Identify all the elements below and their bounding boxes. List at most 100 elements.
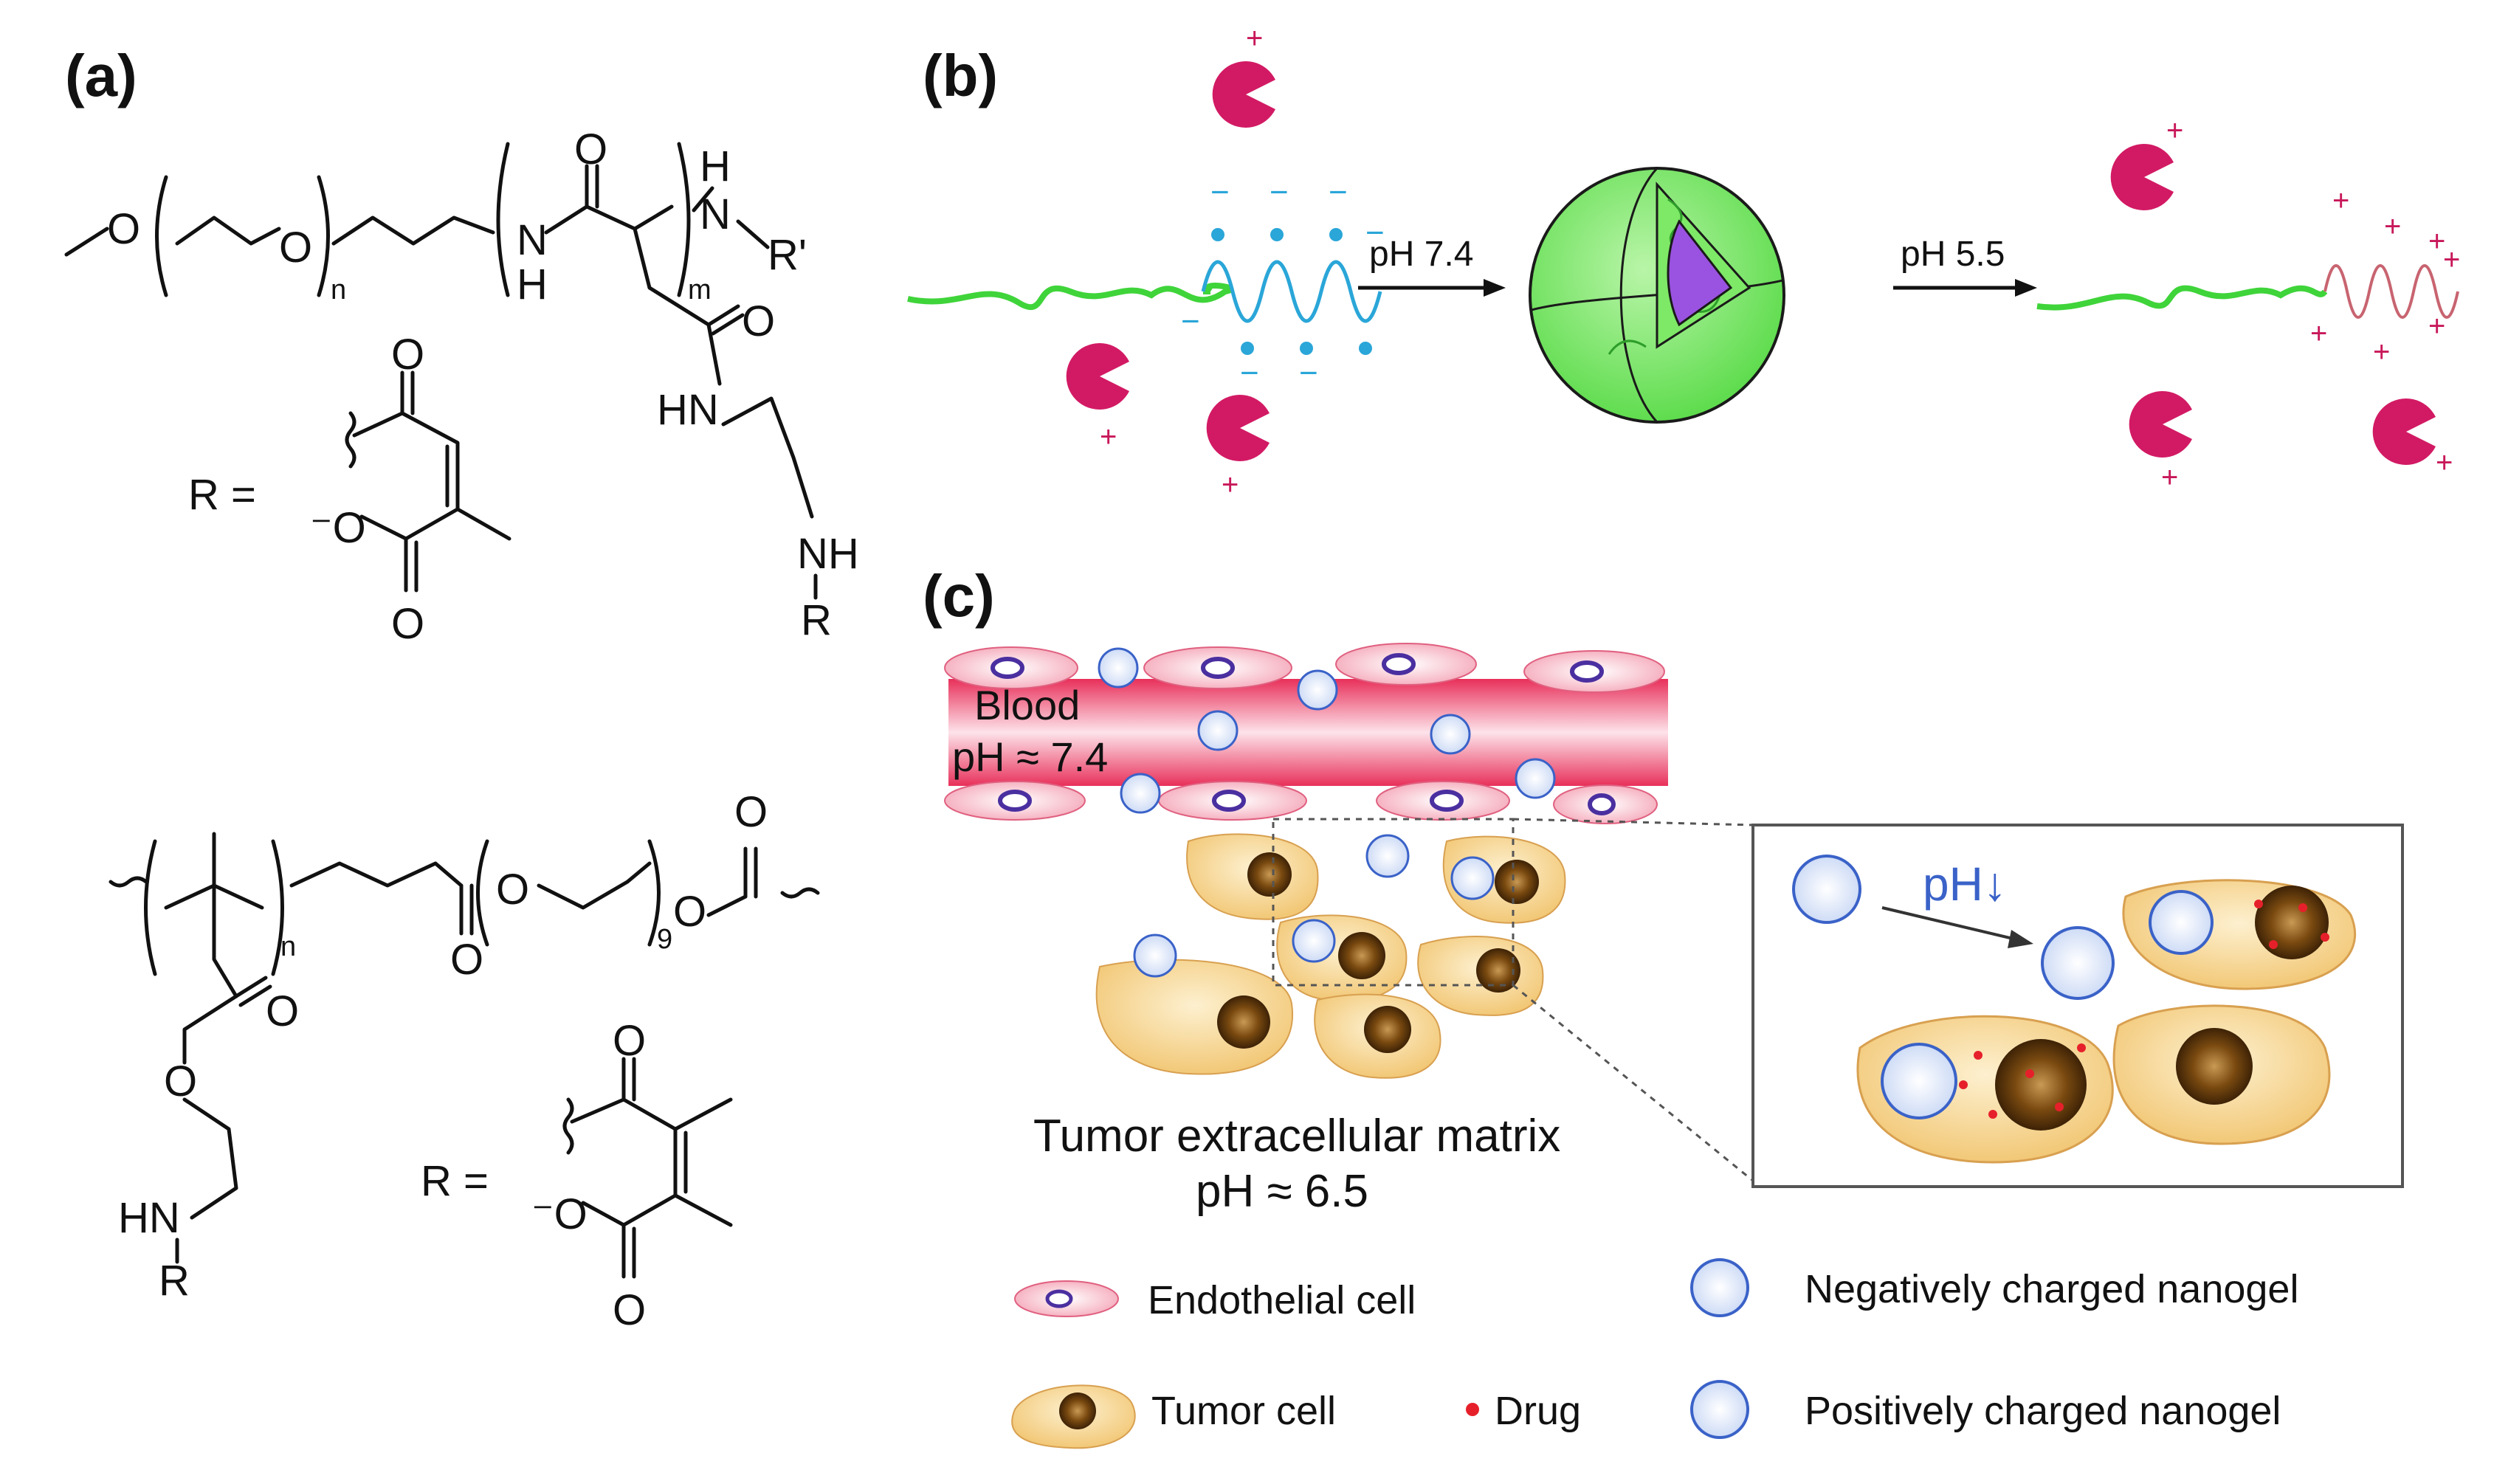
sphere-cut-line-1	[1619, 167, 1658, 424]
zoom-line-bottom	[1512, 984, 1754, 1182]
legend-neg-nanogel: Negatively charged nanogel	[1805, 1267, 2298, 1311]
panel-label-b: (b)	[923, 43, 998, 108]
bond-rgroup-top	[352, 370, 404, 438]
plus-sign: +	[2166, 114, 2183, 147]
bond-rgroup-top-ominus	[359, 514, 408, 541]
panel-label-c: (c)	[923, 563, 995, 629]
bracket-bottom-right	[271, 839, 284, 976]
legend-pos-nanogel-swatch	[1690, 1380, 1749, 1439]
atom-o-peg: O	[496, 866, 529, 914]
panel-label-a: (a)	[65, 43, 137, 108]
bond-bottom-keto-2	[238, 984, 272, 1007]
bond-rprime	[736, 219, 770, 249]
zoom-line-top	[1512, 818, 1754, 826]
rgroup-bottom-o-minus: ⁻O	[531, 1190, 588, 1238]
plus-sign: +	[2161, 461, 2178, 494]
atom-h-end: H	[700, 142, 731, 190]
label-ph74: pH 7.4	[1369, 235, 1473, 274]
structure-top: O O n N H O m H N R' O HN NH R R = O ⁻O …	[64, 125, 859, 648]
drug-molecule-2	[1066, 343, 1129, 410]
rgroup-top-o-minus: ⁻O	[310, 504, 366, 552]
bond-side-co-2	[711, 313, 745, 336]
atom-hn-bottom: HN	[118, 1194, 180, 1242]
legend: Endothelial cell Tumor cell Drug Negativ…	[1011, 1258, 2298, 1449]
inset-arrow-head	[2008, 930, 2033, 948]
nanogels-tumor	[1133, 834, 1495, 978]
bond-peg	[175, 215, 281, 246]
minus-sign: −	[1181, 303, 1200, 339]
rgroup-bottom-o-top: O	[613, 1017, 646, 1065]
plus-sign: +	[1246, 22, 1263, 55]
panel-c: Blood pH ≈ 7.4	[944, 643, 2404, 1449]
minus-sign: −	[1240, 355, 1259, 391]
bond-side-n	[706, 322, 722, 386]
drug-molecule-1	[1212, 61, 1275, 128]
bond-rg-bottom-coo	[621, 1193, 678, 1279]
blood-label: Blood	[974, 682, 1080, 728]
bracket-peg-bottom-right	[647, 839, 661, 947]
inset-ph-label: pH↓	[1923, 857, 2007, 911]
bond-rg-bottom-dbl	[673, 1127, 733, 1227]
atom-o-side: O	[742, 297, 775, 345]
atom-o-ester: O	[450, 936, 483, 984]
atom-nh-end: NH	[797, 530, 859, 578]
bracket-peg-right	[317, 175, 330, 297]
plus-sign: +	[2443, 244, 2460, 276]
inset-arrow	[1881, 906, 2023, 942]
polymer-chain-right	[2036, 285, 2328, 311]
atom-o-methoxy: O	[107, 205, 140, 253]
zoom-region	[1272, 818, 1515, 987]
atom-hn-side: HN	[657, 386, 719, 434]
bond-rg-bottom-chain	[621, 1097, 733, 1131]
subscript-n-top: n	[331, 275, 346, 306]
legend-neg-nanogel-swatch	[1690, 1258, 1749, 1317]
atom-h-amide: H	[517, 260, 548, 308]
arrow-ph74-head	[1484, 279, 1506, 297]
sphere-core	[1667, 219, 1733, 327]
bond-bottom-end	[706, 894, 748, 917]
structure-bottom: n O O 9 O O O O HN R R = O ⁻O O	[108, 788, 820, 1334]
bond-end	[692, 186, 714, 213]
inset-nucleus-3	[2176, 1028, 2253, 1105]
drug-molecule-4	[2110, 144, 2174, 210]
inset-nucleus-2	[1995, 1039, 2087, 1131]
bond-side-co-1	[706, 304, 740, 327]
arrow-ph55-head	[2015, 279, 2037, 297]
charged-segment-right	[2324, 264, 2459, 319]
plus-sign: +	[2310, 317, 2327, 350]
drug-molecule-3	[1206, 395, 1270, 461]
bond-bottom-ethoxy	[182, 1097, 238, 1220]
bond-linker	[331, 215, 495, 246]
tumor-cells	[1095, 833, 1566, 1079]
legend-endothelial: Endothelial cell	[1148, 1278, 1416, 1322]
minus-sign: −	[1329, 174, 1348, 210]
blood-ph-label: pH ≈ 7.4	[952, 734, 1108, 780]
legend-pos-nanogel: Positively charged nanogel	[1805, 1389, 2281, 1433]
bond-rg-bottom-ominus	[581, 1201, 626, 1227]
atom-n-amide: N	[517, 216, 548, 264]
plus-sign: +	[1222, 469, 1239, 501]
bracket-peg-left	[155, 175, 168, 297]
plus-sign: +	[2373, 336, 2390, 368]
inset-drug-dots	[1959, 900, 2329, 1119]
bond-rgroup-top-coo	[404, 507, 460, 593]
atom-r-end: R	[801, 596, 832, 644]
bracket-aa-left	[496, 142, 510, 297]
bond-bottom-side	[212, 883, 238, 998]
atom-o-end: O	[673, 888, 706, 936]
endothelial-row-bottom	[944, 781, 1658, 824]
inset-pos-nanogel	[2041, 926, 2115, 1000]
bond-sidechain	[633, 227, 711, 327]
drug-molecule-5	[2129, 391, 2192, 458]
bracket-aa-right	[677, 142, 691, 297]
minus-sign: −	[1365, 215, 1385, 251]
rgroup-top-o-bottom: O	[391, 600, 424, 648]
plus-sign: +	[2428, 310, 2445, 342]
inset-nanogel-cell-1	[2149, 890, 2214, 955]
legend-tumor: Tumor cell	[1151, 1389, 1336, 1433]
rgroup-top-o-top: O	[391, 331, 424, 379]
charged-segment-left	[1201, 260, 1382, 323]
inset-nanogel-cell-2	[1881, 1043, 1957, 1119]
plus-sign: +	[2428, 225, 2445, 258]
